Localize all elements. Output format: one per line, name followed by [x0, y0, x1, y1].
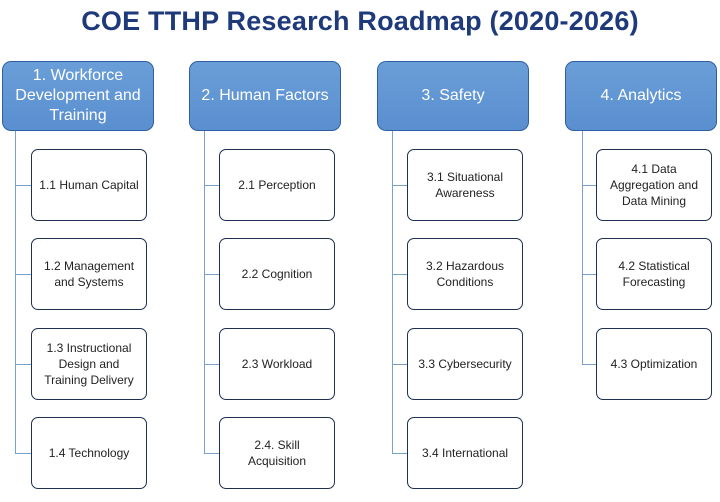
connector-branch: [15, 274, 32, 275]
roadmap-item-human-capital: 1.1 Human Capital: [31, 149, 147, 221]
category-workforce-development: 1. Workforce Development and Training: [2, 61, 154, 131]
roadmap-item-skill-acquisition: 2.4. Skill Acquisition: [219, 417, 335, 489]
connector-branch: [582, 185, 597, 186]
roadmap-item-instructional-design: 1.3 Instructional Design and Training De…: [31, 328, 147, 400]
connector-branch: [204, 274, 221, 275]
connector-branch: [204, 453, 221, 454]
connector-trunk: [392, 131, 393, 453]
connector-branch: [204, 364, 221, 365]
roadmap-item-situational-awareness: 3.1 Situational Awareness: [407, 149, 523, 221]
roadmap-item-management-systems: 1.2 Management and Systems: [31, 238, 147, 310]
connector-branch: [392, 453, 409, 454]
connector-branch: [392, 274, 409, 275]
connector-branch: [392, 364, 409, 365]
roadmap-item-perception: 2.1 Perception: [219, 149, 335, 221]
page-title: COE TTHP Research Roadmap (2020-2026): [81, 6, 639, 36]
category-safety: 3. Safety: [377, 61, 529, 131]
roadmap-item-cybersecurity: 3.3 Cybersecurity: [407, 328, 523, 400]
category-human-factors: 2. Human Factors: [189, 61, 341, 131]
connector-trunk: [15, 131, 16, 453]
connector-trunk: [582, 131, 583, 364]
connector-branch: [392, 185, 409, 186]
connector-trunk: [204, 131, 205, 453]
category-analytics: 4. Analytics: [565, 61, 717, 131]
roadmap-item-cognition: 2.2 Cognition: [219, 238, 335, 310]
connector-branch: [582, 274, 597, 275]
roadmap-item-statistical-forecasting: 4.2 Statistical Forecasting: [596, 238, 712, 310]
connector-branch: [15, 453, 32, 454]
roadmap-item-hazardous-conditions: 3.2 Hazardous Conditions: [407, 238, 523, 310]
connector-branch: [15, 185, 32, 186]
roadmap-item-international: 3.4 International: [407, 417, 523, 489]
roadmap-item-workload: 2.3 Workload: [219, 328, 335, 400]
connector-branch: [582, 364, 597, 365]
roadmap-item-technology: 1.4 Technology: [31, 417, 147, 489]
connector-branch: [15, 364, 32, 365]
connector-branch: [204, 185, 221, 186]
roadmap-item-optimization: 4.3 Optimization: [596, 328, 712, 400]
roadmap-item-data-aggregation: 4.1 Data Aggregation and Data Mining: [596, 149, 712, 221]
